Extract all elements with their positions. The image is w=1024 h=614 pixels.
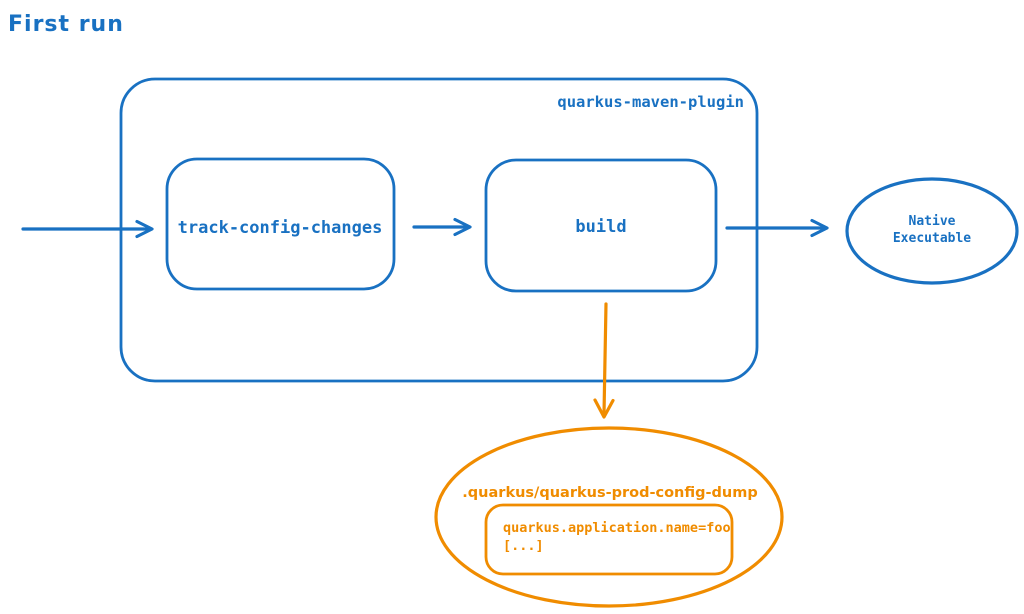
arrow-track-to-build-head: [453, 217, 472, 237]
input-arrow: [21, 219, 154, 239]
arrow-build-to-native: [725, 218, 829, 238]
arrow-build-to-config-dump-head: [593, 398, 615, 419]
node-native-executable: [845, 177, 1019, 285]
page-title: First run: [8, 12, 124, 37]
node-track-config-changes: [165, 157, 396, 291]
native-executable-label-line2: Executable: [893, 231, 971, 246]
config-dump-content-line1: quarkus.application.name=foo: [503, 520, 731, 536]
config-dump-content-box: [484, 503, 734, 576]
arrow-build-to-config-dump: [593, 302, 615, 419]
arrow-track-to-build: [412, 217, 472, 237]
plugin-container-label: quarkus-maven-plugin: [557, 93, 744, 111]
config-dump-ellipse: [434, 426, 784, 608]
input-arrow-head: [135, 219, 154, 239]
node-build-label: build: [575, 217, 626, 237]
node-track-config-changes-label: track-config-changes: [178, 218, 383, 238]
config-dump-label: .quarkus/quarkus-prod-config-dump: [462, 485, 757, 501]
node-build: [484, 158, 718, 293]
arrow-build-to-config-dump-line: [602, 302, 608, 416]
arrow-build-to-native-head: [810, 218, 829, 238]
config-dump-content-line2: [...]: [503, 538, 544, 554]
native-executable-label-line1: Native: [909, 214, 956, 229]
